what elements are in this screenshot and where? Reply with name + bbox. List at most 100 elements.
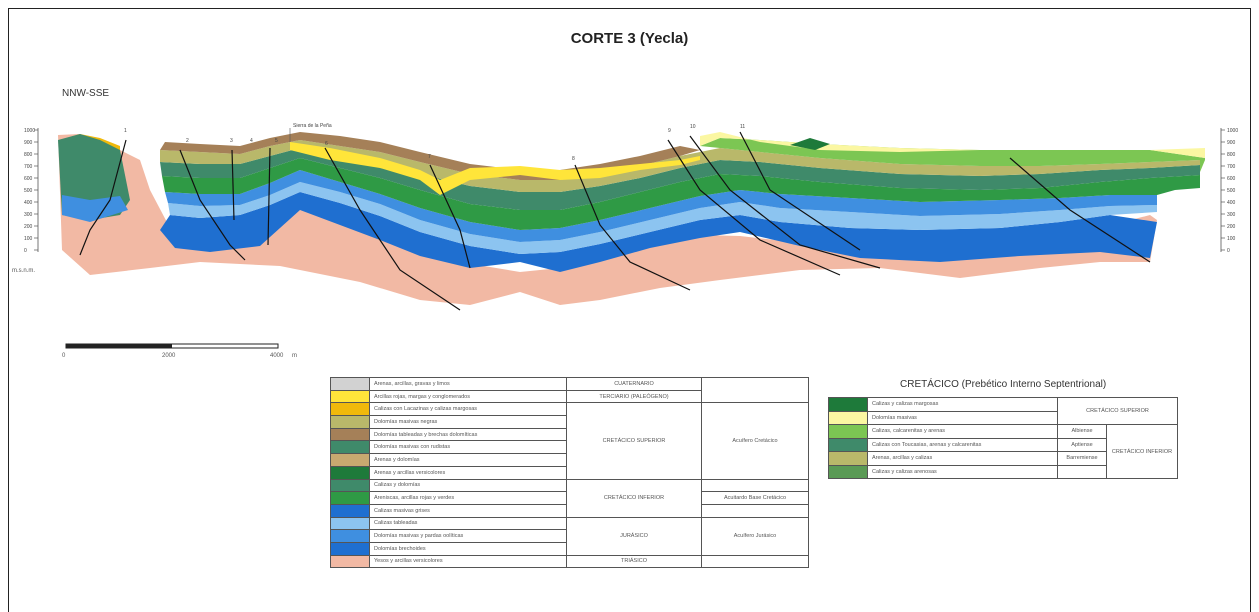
unit-cretacico-brown <box>160 132 700 180</box>
figure-title: CORTE 3 (Yecla) <box>570 30 689 47</box>
fault-label: 2 <box>186 138 189 144</box>
legend-swatch <box>330 541 370 556</box>
legend-text: Areniscas, arcillas rojas y verdes <box>369 491 567 505</box>
unit-jurasico-mid <box>165 170 1157 242</box>
unit-triasico <box>58 134 1157 305</box>
fault-label: 6 <box>325 141 328 147</box>
unit-left-blue <box>62 195 128 222</box>
fault-label: 11 <box>740 124 745 130</box>
legend-age: CUATERNARIO <box>566 377 702 391</box>
legend-aquifer: Acuífero Jurásico <box>701 516 809 556</box>
legend2-text: Dolomías masivas <box>867 410 1058 425</box>
left-axis-tick-label: 800 <box>24 152 33 158</box>
age-label: CRETÁCICO INFERIOR <box>603 495 665 502</box>
legend2-stage: Albiense <box>1057 424 1107 439</box>
legend-aquifer <box>701 376 809 404</box>
legend2-swatch <box>828 397 868 412</box>
legend-age: TRIÁSICO <box>566 554 702 569</box>
legend-swatch <box>330 440 370 455</box>
unit-jurasico-dark <box>160 192 1157 272</box>
right-axis-tick-label: 400 <box>1227 200 1236 206</box>
legend-row: Arenas y arcillas versicolores <box>330 465 809 480</box>
fault-7 <box>574 164 691 291</box>
legend-swatch <box>330 389 370 404</box>
fault-2 <box>179 149 246 261</box>
legend2-text: Calizas y calizas margosas <box>867 397 1058 412</box>
left-axis-tick-label: 900 <box>24 140 33 146</box>
fault-11 <box>1009 157 1151 263</box>
fault-5 <box>324 147 461 311</box>
legend2-swatch <box>828 464 868 479</box>
left-axis-tick-label: 0 <box>24 248 27 254</box>
fault-label: 1 <box>124 128 127 134</box>
left-axis-tick-label: 300 <box>24 212 33 218</box>
fault-9 <box>689 135 881 269</box>
right-axis-tick-label: 300 <box>1227 212 1236 218</box>
scale-label-2000: 2000 <box>162 353 176 359</box>
fault-3 <box>231 149 235 221</box>
legend-text: Calizas y dolomías <box>369 478 567 493</box>
legend-text: Dolomías brechoides <box>369 541 567 556</box>
legend-swatch <box>330 503 370 518</box>
legend-aquifer: Acuífero Cretácico <box>701 402 809 480</box>
legend-text: Dolomías tableadas y brechas dolomíticas <box>369 427 567 442</box>
legend-age: JURÁSICO <box>566 516 702 556</box>
legend-row: Arenas y dolomías <box>330 453 809 467</box>
legend-text: Dolomías masivas con rudistas <box>369 440 567 455</box>
legend2-row: Calizas y calizas arenosas <box>828 464 1178 479</box>
legend-swatch <box>330 453 370 467</box>
figure-frame <box>8 8 1251 612</box>
right-axis-tick-label: 0 <box>1227 248 1230 254</box>
fault-10 <box>739 131 861 251</box>
faults <box>79 131 1151 311</box>
unit-dolomias-cretacico <box>790 138 830 150</box>
legend2-age-sup: CRETÁCICO SUPERIOR <box>1057 397 1178 425</box>
right-axis-tick-label: 600 <box>1227 176 1236 182</box>
legend-swatch <box>330 465 370 480</box>
unit-cretacico-olive <box>160 140 1200 192</box>
fault-label: 5 <box>275 138 278 144</box>
unit-terciario <box>290 142 700 195</box>
legend-age: CRETÁCICO INFERIOR <box>566 478 702 518</box>
legend-text: Dolomías masivas negras <box>369 415 567 429</box>
legend-age: TERCIARIO (PALEÓGENO) <box>566 389 702 404</box>
legend2-stage-empty <box>1057 464 1107 479</box>
legend2-stage: Barremiense <box>1057 451 1107 466</box>
legend-aquifer <box>701 503 809 518</box>
fault-label: 7 <box>428 154 431 160</box>
scale-unit: m <box>292 353 297 359</box>
legend2-text: Arenas, arcillas y calizas <box>867 451 1058 466</box>
fault-label: 9 <box>668 128 671 134</box>
legend-aquifer: Acuitardo Base Cretácico <box>701 491 809 505</box>
right-axis-tick-label: 500 <box>1227 188 1236 194</box>
legend-swatch <box>330 478 370 493</box>
legend2-text: Calizas y calizas arenosas <box>867 464 1058 479</box>
left-axis-tick-label: 200 <box>24 224 33 230</box>
legend-aquifer <box>701 478 809 493</box>
left-axis-tick-label: 500 <box>24 188 33 194</box>
legend-row: Calizas con Lacazinas y calizas margosas… <box>330 402 809 480</box>
fault-8 <box>667 139 841 276</box>
place-label: Sierra de la Peña <box>293 123 332 129</box>
left-axis-tick-label: 700 <box>24 164 33 170</box>
fault-label: 10 <box>690 124 696 130</box>
legend-swatch <box>330 516 370 531</box>
scale-label-0: 0 <box>62 353 66 359</box>
fault-label: 4 <box>250 138 253 144</box>
legend-aquifer <box>701 554 809 569</box>
legend-text: Arenas y arcillas versicolores <box>369 465 567 480</box>
legend2-age-inf: CRETÁCICO INFERIOR <box>1106 424 1178 479</box>
left-axis-tick-label: 1000 <box>24 128 35 134</box>
left-axis-tick-label: 600 <box>24 176 33 182</box>
